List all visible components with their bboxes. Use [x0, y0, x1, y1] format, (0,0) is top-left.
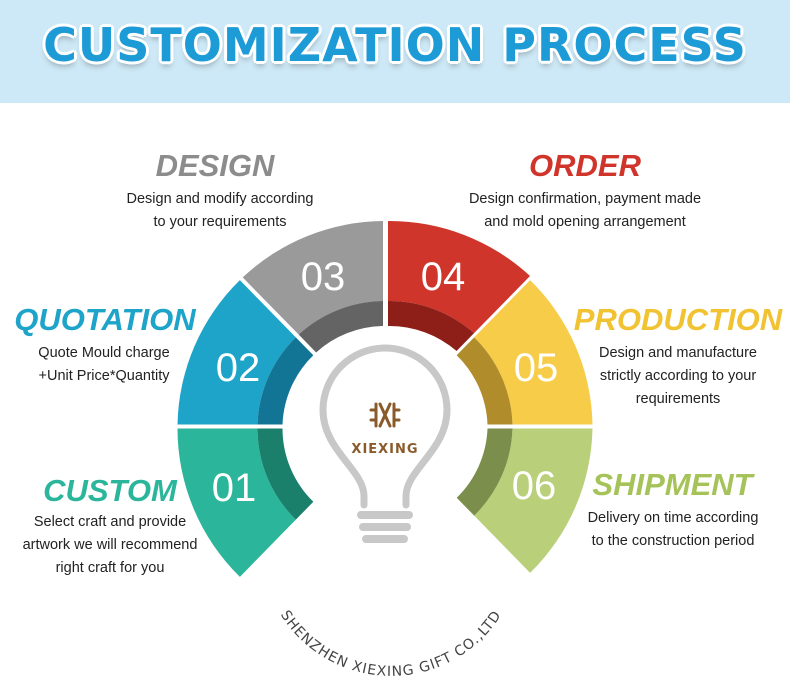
step-number-02: 02 — [216, 346, 261, 390]
step-desc-line: Select craft and provide — [33, 514, 187, 530]
segment-01-inner — [257, 428, 314, 520]
segment-03-inner — [298, 301, 383, 353]
segment-01 — [177, 428, 296, 577]
step-desc-line: +Unit Price*Quantity — [38, 368, 170, 384]
step-desc-line: artwork we will recommend — [22, 537, 198, 553]
step-number-05: 05 — [514, 346, 559, 390]
step-title-custom: CUSTOM — [43, 473, 177, 508]
step-desc-line: and mold opening arrangement — [484, 214, 686, 230]
step-desc-line: Quote Mould charge — [38, 345, 170, 361]
segment-04 — [388, 220, 530, 334]
segment-05 — [474, 280, 593, 425]
segment-06-inner — [456, 428, 513, 516]
step-desc-quotation: Quote Mould charge +Unit Price*Quantity — [15, 342, 193, 388]
step-number-04: 04 — [421, 255, 466, 299]
step-desc-line: right craft for you — [55, 560, 165, 576]
step-number-06: 06 — [512, 464, 557, 508]
segment-05-inner — [456, 337, 513, 425]
company-name-arc: SHENZHEN XIEXING GIFT CO.,LTD — [277, 608, 504, 680]
step-desc-line: requirements — [635, 391, 721, 407]
step-title-shipment: SHIPMENT — [592, 467, 753, 502]
step-title-order: ORDER — [529, 148, 641, 183]
step-desc-line: Design and manufacture — [599, 345, 757, 361]
step-desc-line: Design confirmation, payment made — [468, 191, 702, 207]
xiexing-logo-icon — [369, 402, 401, 428]
step-desc-custom: Select craft and provide artwork we will… — [10, 511, 210, 580]
segment-02 — [177, 280, 296, 425]
step-desc-line: strictly according to your — [599, 368, 757, 384]
segment-06 — [474, 428, 593, 573]
step-desc-production: Design and manufacture strictly accordin… — [588, 342, 768, 411]
step-desc-line: to the construction period — [591, 533, 755, 549]
step-number-03: 03 — [301, 255, 346, 299]
light-bulb-icon — [319, 344, 451, 543]
step-desc-order: Design confirmation, payment made and mo… — [450, 188, 720, 234]
step-number-01: 01 — [212, 466, 257, 510]
step-desc-design: Design and modify according to your requ… — [100, 188, 340, 234]
step-title-quotation: QUOTATION — [14, 302, 196, 337]
segment-03 — [242, 221, 383, 335]
logo-brand-text: XIEXING — [351, 442, 418, 457]
company-name: SHENZHEN XIEXING GIFT CO.,LTD — [277, 608, 505, 680]
step-title-design: DESIGN — [155, 148, 275, 183]
step-desc-line: Delivery on time according — [587, 510, 759, 526]
step-desc-shipment: Delivery on time according to the constr… — [578, 507, 768, 553]
segment-04-inner — [388, 300, 475, 352]
page-title: CUSTOMIZATION PROCESS — [43, 18, 747, 72]
segment-02-inner — [257, 337, 314, 425]
step-desc-line: Design and modify according — [126, 191, 314, 207]
step-desc-line: to your requirements — [153, 214, 287, 230]
header-banner — [0, 0, 790, 103]
step-title-production: PRODUCTION — [573, 302, 783, 337]
